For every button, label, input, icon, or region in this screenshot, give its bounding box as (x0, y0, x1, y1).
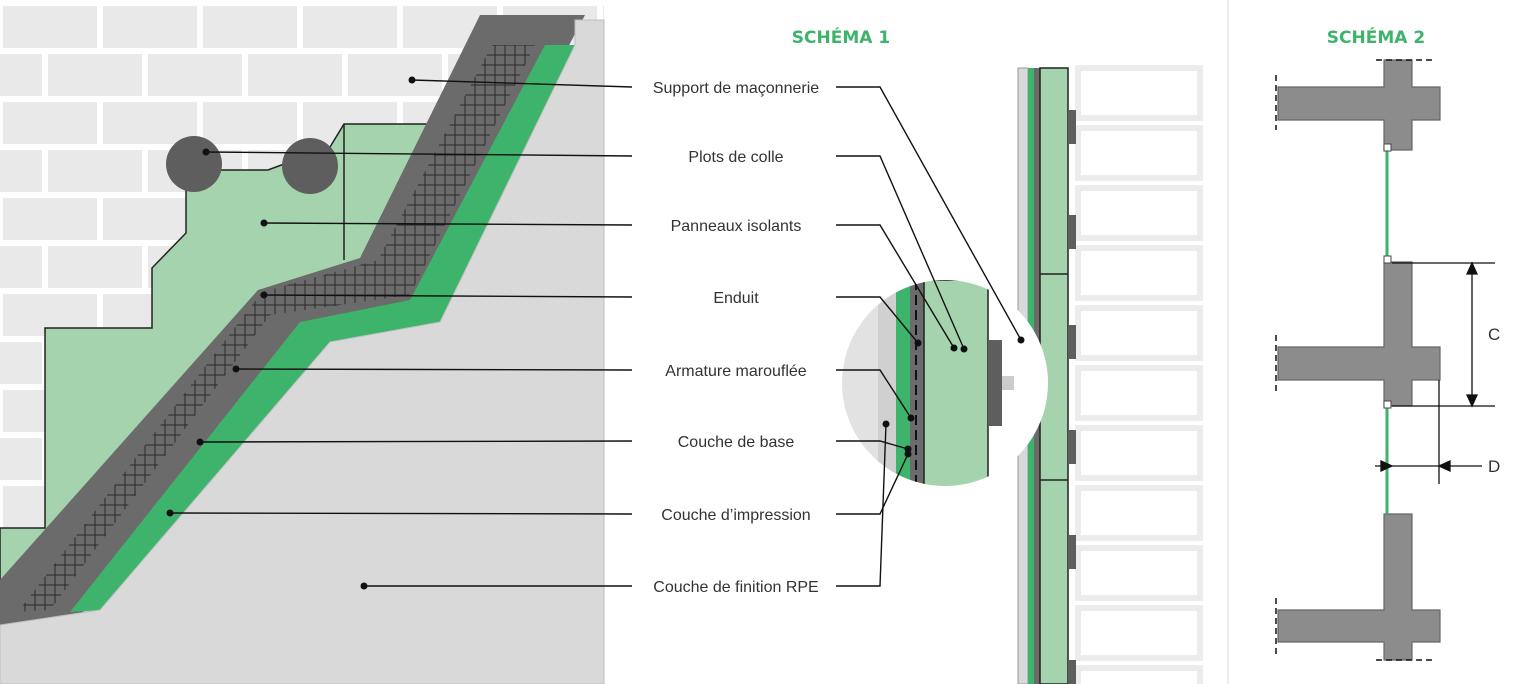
section-brick (1075, 365, 1203, 421)
adhesive-dot (166, 136, 222, 192)
section-bricks (1075, 65, 1203, 684)
leader-line (836, 155, 965, 350)
layer-label: Couche d’impression (661, 507, 810, 524)
layer-label: Couche de base (678, 434, 795, 451)
leader-line (205, 151, 633, 157)
leader-line (263, 222, 633, 226)
section-brick (1075, 245, 1203, 301)
section-brick (1075, 185, 1203, 241)
primer-layer (70, 45, 575, 612)
dimension-c (1392, 261, 1495, 408)
dimension-c-label: C (1488, 325, 1500, 344)
section-brick (1075, 545, 1203, 601)
leader-line (235, 368, 633, 371)
layer-label: Panneaux isolants (671, 218, 802, 235)
leader-line (836, 423, 887, 587)
adhesive-anchor (1068, 215, 1076, 249)
adhesive-anchor (1068, 430, 1076, 464)
leader-line (263, 294, 633, 298)
leader-line (836, 369, 912, 419)
schema2-breaks (1275, 59, 1432, 661)
dimension-d (1375, 380, 1482, 484)
layer-label: Support de maçonnerie (653, 80, 819, 97)
section-brick (1075, 485, 1203, 541)
layer-label: Armature marouflée (665, 363, 806, 380)
schema2-title: SCHÉMA 2 (1327, 26, 1425, 48)
adhesive-dot (282, 138, 338, 194)
detail-magnifier (842, 280, 1048, 486)
leader-line (836, 224, 955, 349)
layer-label: Couche de finition RPE (653, 579, 818, 596)
finish-layer (0, 19, 605, 684)
section-brick (1075, 125, 1203, 181)
section-brick (1075, 605, 1203, 661)
schema2-panels (1277, 59, 1441, 661)
leader-line (836, 296, 919, 344)
section-brick (1075, 665, 1203, 684)
leader-line (169, 512, 633, 515)
reinforcement-mesh (18, 45, 535, 612)
schema1-title: SCHÉMA 1 (792, 26, 890, 48)
layer-label: Plots de colle (688, 149, 783, 166)
leader-line (836, 440, 909, 450)
leader-line (199, 440, 633, 443)
layer-label: Enduit (713, 290, 759, 307)
leader-line (836, 453, 909, 515)
adhesive-anchor (1068, 535, 1076, 569)
leader-line (411, 79, 633, 88)
section-brick (1075, 425, 1203, 481)
schema2-joints (1383, 143, 1392, 514)
section-brick (1075, 65, 1203, 121)
dimension-d-label: D (1488, 457, 1500, 476)
adhesive-anchor (1068, 110, 1076, 144)
adhesive-anchor (1068, 660, 1076, 684)
leader-line (836, 86, 1022, 341)
adhesive-anchor (1068, 325, 1076, 359)
section-brick (1075, 305, 1203, 361)
